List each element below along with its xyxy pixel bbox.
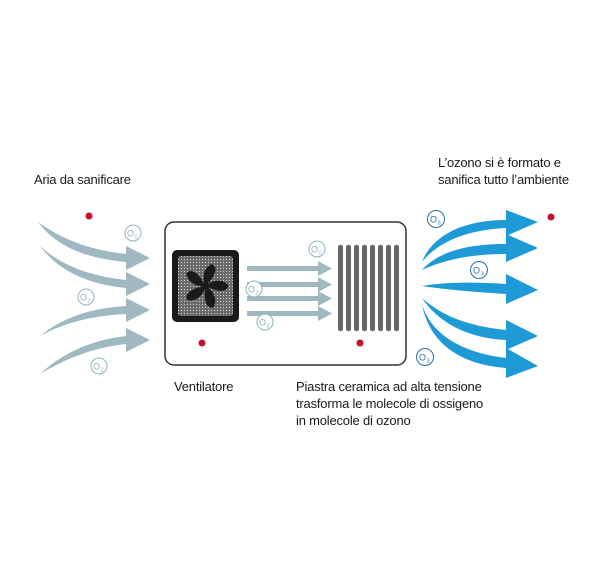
incoming-air-arrow <box>38 222 150 270</box>
incoming-air-arrow <box>40 246 150 296</box>
marker-input-air <box>85 212 93 220</box>
label-ozone-output-line1: L’ozono si è formato e <box>438 155 561 170</box>
incoming-air-arrow <box>40 298 150 336</box>
label-plate-line2: trasforma le molecole di ossigeno <box>296 396 484 411</box>
oxygen-molecule: O 2 <box>124 224 142 242</box>
svg-text:2: 2 <box>87 299 90 305</box>
svg-text:2: 2 <box>255 291 258 297</box>
marker-ozone-output <box>547 213 555 221</box>
fan-icon <box>172 250 239 322</box>
svg-text:3: 3 <box>481 272 484 278</box>
label-ozone-output-line2: sanifica tutto l’ambiente <box>438 172 569 187</box>
ceramic-plate-bar <box>362 245 367 331</box>
svg-text:2: 2 <box>100 368 103 374</box>
internal-air-arrow <box>247 261 332 276</box>
ozone-molecule: O 3 <box>416 348 434 366</box>
svg-text:3: 3 <box>438 221 441 227</box>
ozone-output-arrow <box>422 304 538 378</box>
oxygen-molecule: O 2 <box>90 357 108 375</box>
label-input-air: Aria da sanificare <box>34 171 131 188</box>
ozone-output-arrow <box>422 274 538 304</box>
incoming-air-arrows <box>38 222 150 374</box>
oxygen-molecule: O 2 <box>77 288 95 306</box>
ozone-output-arrow <box>422 234 538 270</box>
internal-air-arrow <box>247 306 332 321</box>
label-ozone-output: L’ozono si è formato e sanifica tutto l’… <box>438 154 569 188</box>
marker-fan <box>198 339 206 347</box>
ozone-output-arrows <box>422 210 538 378</box>
svg-text:O: O <box>430 215 437 225</box>
internal-air-arrow <box>247 291 332 306</box>
oxygen-molecule: O 2 <box>245 280 263 298</box>
svg-text:O: O <box>127 229 134 239</box>
label-fan: Ventilatore <box>174 378 233 395</box>
svg-text:3: 3 <box>427 359 430 365</box>
marker-plate <box>356 339 364 347</box>
svg-text:O: O <box>248 285 255 295</box>
svg-text:O: O <box>259 318 266 328</box>
label-fan-text: Ventilatore <box>174 379 234 394</box>
svg-text:2: 2 <box>318 251 321 257</box>
ozone-output-arrow <box>422 210 538 262</box>
svg-text:2: 2 <box>134 235 137 241</box>
svg-text:2: 2 <box>266 324 269 330</box>
ceramic-plate-icon <box>338 245 399 331</box>
label-input-air-text: Aria da sanificare <box>34 172 131 187</box>
ceramic-plate-bar <box>378 245 383 331</box>
ozone-output-arrow <box>422 298 538 350</box>
svg-text:O: O <box>93 362 100 372</box>
oxygen-molecule: O 2 <box>256 313 274 331</box>
ozone-molecule: O 3 <box>427 210 445 228</box>
ceramic-plate-bar <box>338 245 343 331</box>
ceramic-plate-bar <box>394 245 399 331</box>
ceramic-plate-bar <box>370 245 375 331</box>
label-plate-line1: Piastra ceramica ad alta tensione <box>296 379 482 394</box>
svg-text:O: O <box>311 245 318 255</box>
svg-text:O: O <box>473 266 480 276</box>
oxygen-molecule: O 2 <box>308 240 326 258</box>
svg-text:O: O <box>80 293 87 303</box>
svg-text:O: O <box>419 353 426 363</box>
ozone-molecule: O 3 <box>470 261 488 279</box>
ceramic-plate-bar <box>346 245 351 331</box>
incoming-air-arrow <box>40 328 150 374</box>
ceramic-plate-bar <box>386 245 391 331</box>
internal-air-arrow <box>247 277 332 292</box>
ceramic-plate-bar <box>354 245 359 331</box>
label-plate-line3: in molecole di ozono <box>296 413 411 428</box>
label-plate: Piastra ceramica ad alta tensione trasfo… <box>296 378 483 429</box>
internal-air-arrows <box>247 261 332 321</box>
